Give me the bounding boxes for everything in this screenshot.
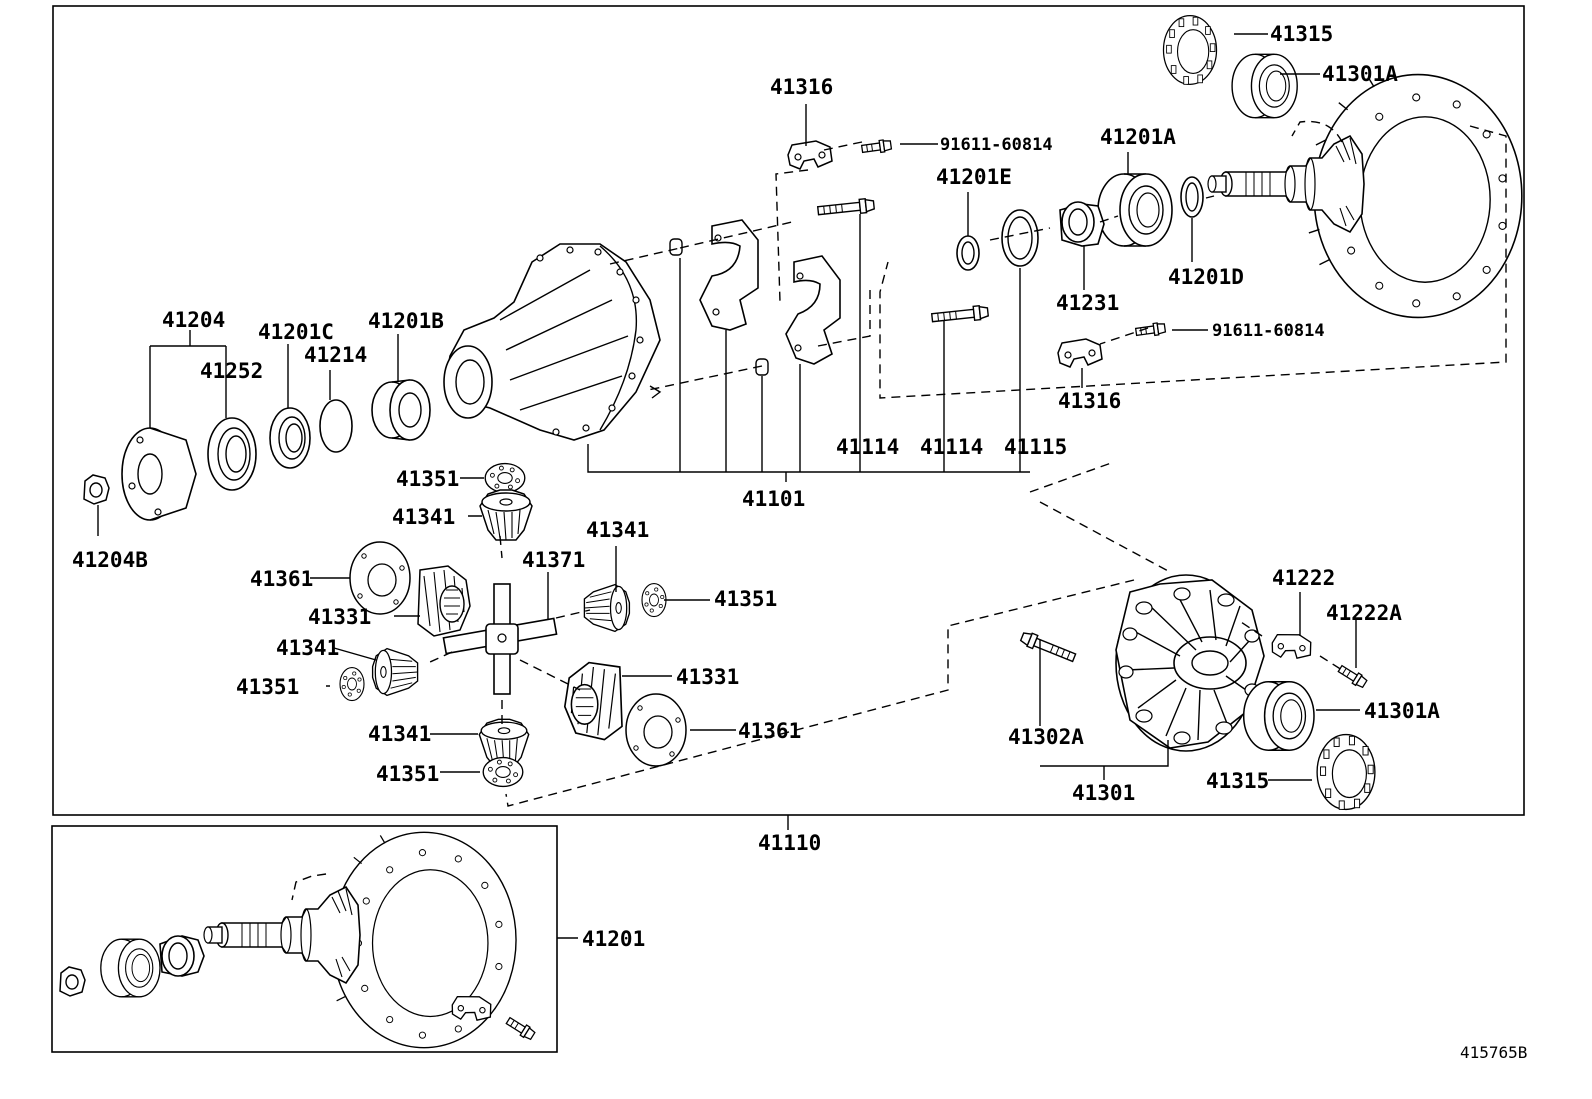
- roller-bearing-41315-bottom: [1316, 733, 1376, 811]
- thrust-washer-41361-right: [625, 693, 687, 767]
- label-41101: 41101: [742, 487, 805, 511]
- inset-gear-outline-dashed: [291, 873, 327, 901]
- label-41341-c: 41341: [276, 636, 339, 660]
- bearing-cap-left: [699, 219, 759, 331]
- label-41222: 41222: [1272, 566, 1335, 590]
- dust-deflector-41252: [207, 417, 257, 491]
- assembly-lines-dashed: [429, 125, 1507, 807]
- lock-plate-41316-mid: [1057, 338, 1103, 368]
- label-41351-a: 41351: [396, 467, 459, 491]
- lock-plate-41316-top: [787, 140, 833, 170]
- label-41231: 41231: [1056, 291, 1119, 315]
- cap-bolt-41114-upper: [816, 197, 876, 219]
- bearing-race-41231: [1059, 201, 1105, 247]
- label-41201A: 41201A: [1100, 125, 1176, 149]
- diagram-code: 415765B: [1460, 1043, 1527, 1062]
- thrust-washer-41361-left: [349, 541, 411, 615]
- label-91611-top: 91611-60814: [940, 135, 1053, 155]
- roller-bearing-41315-top: [1162, 15, 1218, 85]
- bolt-91611-top: [860, 138, 893, 156]
- label-91611-mid: 91611-60814: [1212, 321, 1325, 341]
- bearing-41201A: [1097, 173, 1173, 247]
- label-41361-a: 41361: [250, 567, 313, 591]
- side-gear-41331-right: [563, 661, 623, 741]
- pinion-gear-41341-top: [479, 489, 533, 541]
- label-41371: 41371: [522, 548, 585, 572]
- label-41252: 41252: [200, 359, 263, 383]
- label-41316-mid: 41316: [1058, 389, 1121, 413]
- oil-seal-41115: [1001, 209, 1039, 267]
- ring-gear-outline-dashed: [1291, 120, 1343, 143]
- bolt-41222A: [1336, 662, 1369, 690]
- drive-pinion-top: [1207, 135, 1365, 233]
- label-41301: 41301: [1072, 781, 1135, 805]
- label-41114-b: 41114: [920, 435, 983, 459]
- nut-41204B: [83, 474, 110, 505]
- label-41351-c: 41351: [236, 675, 299, 699]
- differential-case-41301: [1115, 574, 1265, 752]
- label-41201: 41201: [582, 927, 645, 951]
- pinion-shaft-41371: [442, 583, 558, 695]
- part-labels: 41315 41301A 41316 91611-60814 41201A 41…: [72, 22, 1527, 1062]
- inset-drive-pinion: [203, 886, 361, 984]
- spacer-41201D: [1180, 176, 1204, 218]
- inset-nut: [59, 966, 86, 997]
- case-bolt-41302A: [1018, 629, 1078, 665]
- cup-bearing-41301A-bottom: [1242, 681, 1315, 751]
- label-41331-a: 41331: [308, 605, 371, 629]
- thrust-washer-41351-top: [484, 462, 526, 494]
- label-41110: 41110: [758, 831, 821, 855]
- assembly-frame-41201: [51, 825, 558, 1053]
- cap-bolt-41114-lower: [930, 304, 990, 326]
- dowel-pin-upper: [669, 238, 683, 256]
- thrust-washer-41351-right: [641, 582, 667, 618]
- bearing-cap-right: [785, 255, 841, 365]
- lock-41222: [1269, 629, 1315, 663]
- bearing-41201B: [371, 379, 431, 441]
- label-41341-d: 41341: [368, 722, 431, 746]
- companion-flange-41204: [121, 427, 197, 521]
- pinion-gear-41341-left: [371, 647, 419, 697]
- thrust-washer-41351-bottom: [482, 756, 524, 788]
- label-41331-b: 41331: [676, 665, 739, 689]
- label-41301A-bottom: 41301A: [1364, 699, 1440, 723]
- label-41201D: 41201D: [1168, 265, 1244, 289]
- oil-slinger-41214: [319, 399, 353, 453]
- inset-bolt: [504, 1014, 537, 1042]
- cup-bearing-41301A-top: [1231, 53, 1298, 119]
- label-41115: 41115: [1004, 435, 1067, 459]
- thrust-washer-41351-left: [339, 666, 365, 702]
- label-41351-d: 41351: [376, 762, 439, 786]
- label-41201E: 41201E: [936, 165, 1012, 189]
- label-41315-top: 41315: [1270, 22, 1333, 46]
- label-41361-b: 41361: [738, 719, 801, 743]
- label-41204: 41204: [162, 308, 225, 332]
- side-gear-41331-left: [417, 565, 471, 637]
- inset-oil-seal: [100, 938, 161, 998]
- label-41351-b: 41351: [714, 587, 777, 611]
- label-41341-a: 41341: [392, 505, 455, 529]
- leader-lines: [97, 33, 1360, 939]
- oil-seal-41201C: [269, 407, 311, 469]
- label-41315-bottom: 41315: [1206, 769, 1269, 793]
- label-41201B: 41201B: [368, 309, 444, 333]
- bolt-91611-mid: [1134, 321, 1167, 339]
- label-41301A-top: 41301A: [1322, 62, 1398, 86]
- label-41341-b: 41341: [586, 518, 649, 542]
- label-41201C: 41201C: [258, 320, 334, 344]
- label-41316-top: 41316: [770, 75, 833, 99]
- pinion-gear-41341-right: [583, 583, 631, 633]
- label-41204B: 41204B: [72, 548, 148, 572]
- label-41114-a: 41114: [836, 435, 899, 459]
- inset-race: [159, 935, 205, 977]
- label-41302A: 41302A: [1008, 725, 1084, 749]
- differential-carrier-41101: [443, 243, 662, 441]
- label-41222A: 41222A: [1326, 601, 1402, 625]
- washer-41201E: [956, 235, 980, 271]
- label-41214: 41214: [304, 343, 367, 367]
